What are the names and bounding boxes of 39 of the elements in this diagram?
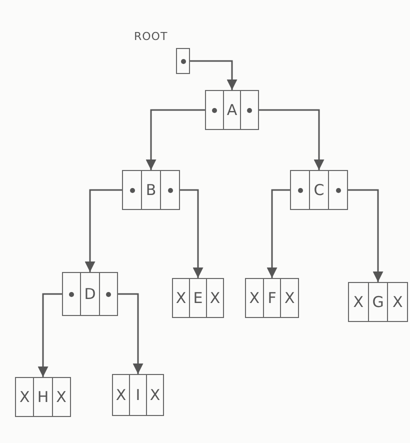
null-mark: X [210,289,220,307]
pointer-label: ROOT [134,30,168,43]
pointer-box [176,48,190,74]
null-mark: X [284,289,295,307]
tree-node-record [348,282,408,322]
null-mark: X [56,388,66,406]
tree-node-record [245,278,299,318]
node-value: I [136,386,140,404]
tree-node-record [205,90,259,130]
arrow [84,189,122,272]
arrow [266,189,290,278]
null-mark: X [392,293,403,311]
arrow [259,109,324,170]
arrow [190,60,238,90]
null-mark: X [353,293,364,311]
tree-node-record [172,278,224,318]
node-value: B [146,181,156,199]
arrow [180,189,204,278]
null-mark: X [249,289,260,307]
tree-node-record [290,170,348,210]
arrow [38,293,62,377]
arrow [348,189,384,282]
tree-node-record [15,377,71,417]
node-value: A [226,101,238,119]
node-value: F [268,289,276,307]
arrow [146,109,205,170]
arrow [118,293,144,374]
node-value: H [37,388,49,406]
null-mark: X [116,386,126,404]
tree-node-record [62,272,118,316]
null-mark: X [176,289,186,307]
node-value: E [193,289,203,307]
tree-node-record [112,374,164,416]
null-mark: X [20,388,30,406]
null-mark: X [150,386,160,404]
node-value: G [372,293,384,311]
node-value: C [314,181,324,199]
node-value: D [84,285,96,303]
tree-node-record [122,170,180,210]
